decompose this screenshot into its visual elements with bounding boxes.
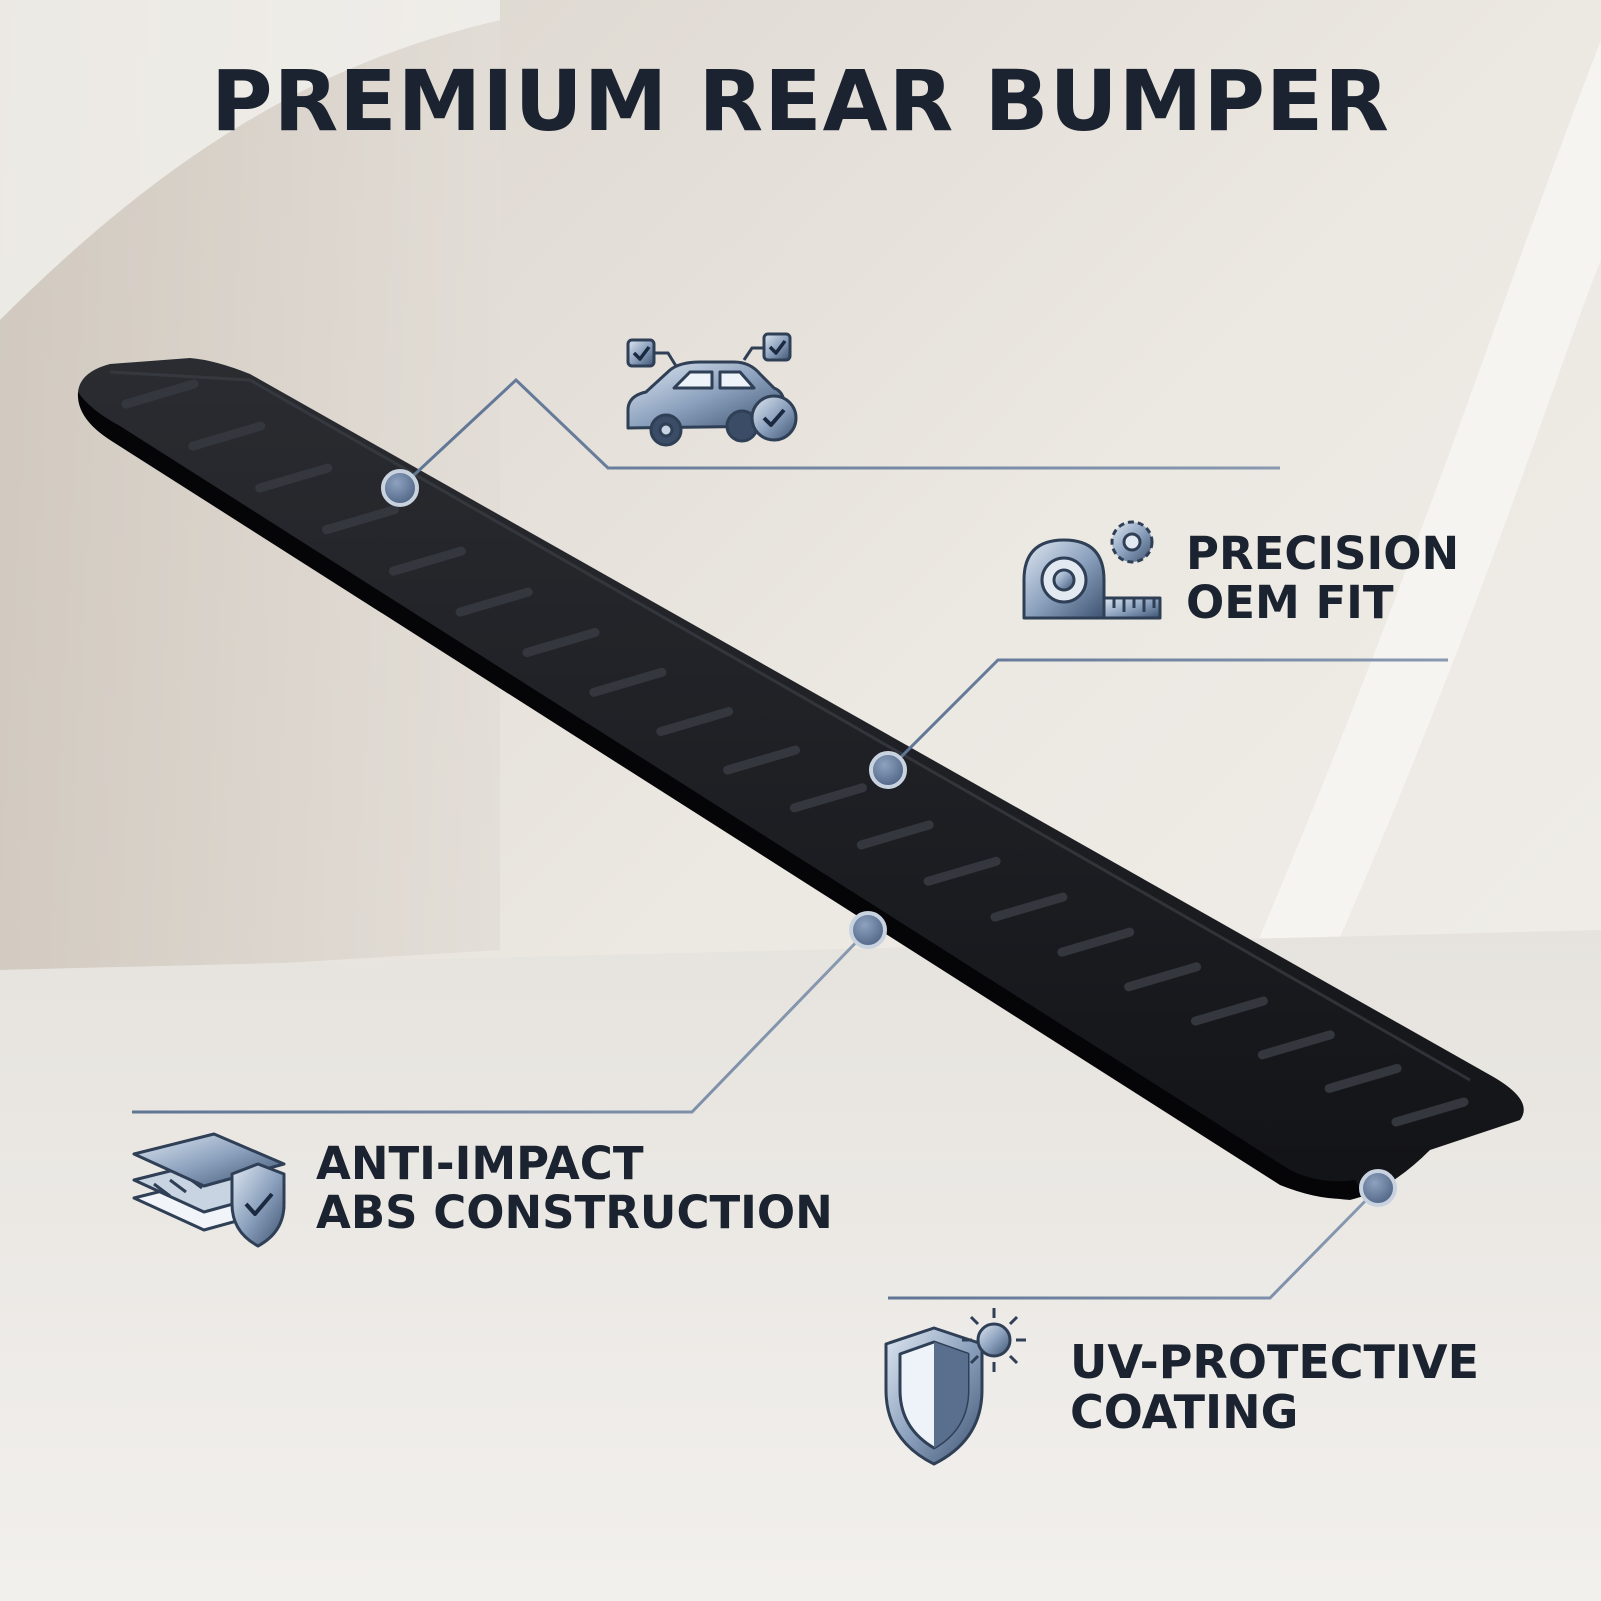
callout-dot-precision — [869, 751, 907, 789]
bumper-rib — [1391, 1097, 1469, 1127]
curved-wall-arc — [0, 0, 500, 320]
callout-dot-uv — [1359, 1169, 1397, 1207]
bumper-rib — [322, 505, 400, 535]
bumper-rib — [723, 745, 801, 775]
bumper-rib — [1190, 996, 1268, 1026]
feature-uv-line1: UV-PROTECTIVE — [1070, 1335, 1480, 1389]
layers-shield-icon — [132, 1132, 286, 1248]
feature-anti-line1: ANTI-IMPACT — [316, 1137, 644, 1190]
feature-precision-line2: OEM FIT — [1186, 575, 1394, 629]
measuring-tape-gear-icon — [1022, 520, 1162, 620]
bumper-rib — [1057, 927, 1135, 957]
feature-precision-line1: PRECISION — [1186, 527, 1460, 580]
feature-anti-line2: ABS CONSTRUCTION — [316, 1185, 833, 1239]
callout-line-fit — [398, 377, 1280, 490]
bumper-rib — [589, 667, 667, 697]
feature-anti-impact: ANTI-IMPACT ABS CONSTRUCTION — [316, 1137, 833, 1239]
bumper-body — [78, 358, 1524, 1200]
car-checkmarks-icon — [626, 332, 798, 447]
callout-dot-fit — [381, 469, 419, 507]
bumper-rib — [990, 892, 1068, 922]
bumper-rib — [188, 421, 266, 451]
bumper-highlight — [109, 370, 1471, 1082]
bumper-rib — [1124, 962, 1202, 992]
bumper-rib — [121, 379, 199, 409]
rear-bumper — [77, 358, 1524, 1200]
bumper-rib — [656, 707, 734, 737]
feature-precision-fit: PRECISION OEM FIT — [1186, 527, 1460, 629]
bumper-rib — [856, 820, 934, 850]
callout-line-precision — [886, 658, 1448, 772]
bumper-rib — [255, 463, 333, 493]
bumper-rib — [455, 587, 533, 617]
callout-line-uv — [888, 1186, 1380, 1300]
bumper-rib — [388, 546, 466, 576]
feature-uv-coating: UV-PROTECTIVE COATING — [1070, 1335, 1480, 1439]
shield-sun-icon — [884, 1308, 1026, 1466]
bumper-ribs — [121, 379, 1469, 1127]
callout-dot-anti — [849, 911, 887, 949]
bumper-rib — [1257, 1030, 1335, 1060]
bumper-rib — [923, 856, 1001, 886]
bumper-rib — [1324, 1063, 1402, 1093]
bumper-rib — [522, 628, 600, 658]
page-title: PREMIUM REAR BUMPER — [211, 52, 1390, 150]
feature-uv-line2: COATING — [1070, 1384, 1299, 1439]
callout-line-anti — [132, 928, 870, 1114]
bumper-rib — [789, 783, 867, 813]
